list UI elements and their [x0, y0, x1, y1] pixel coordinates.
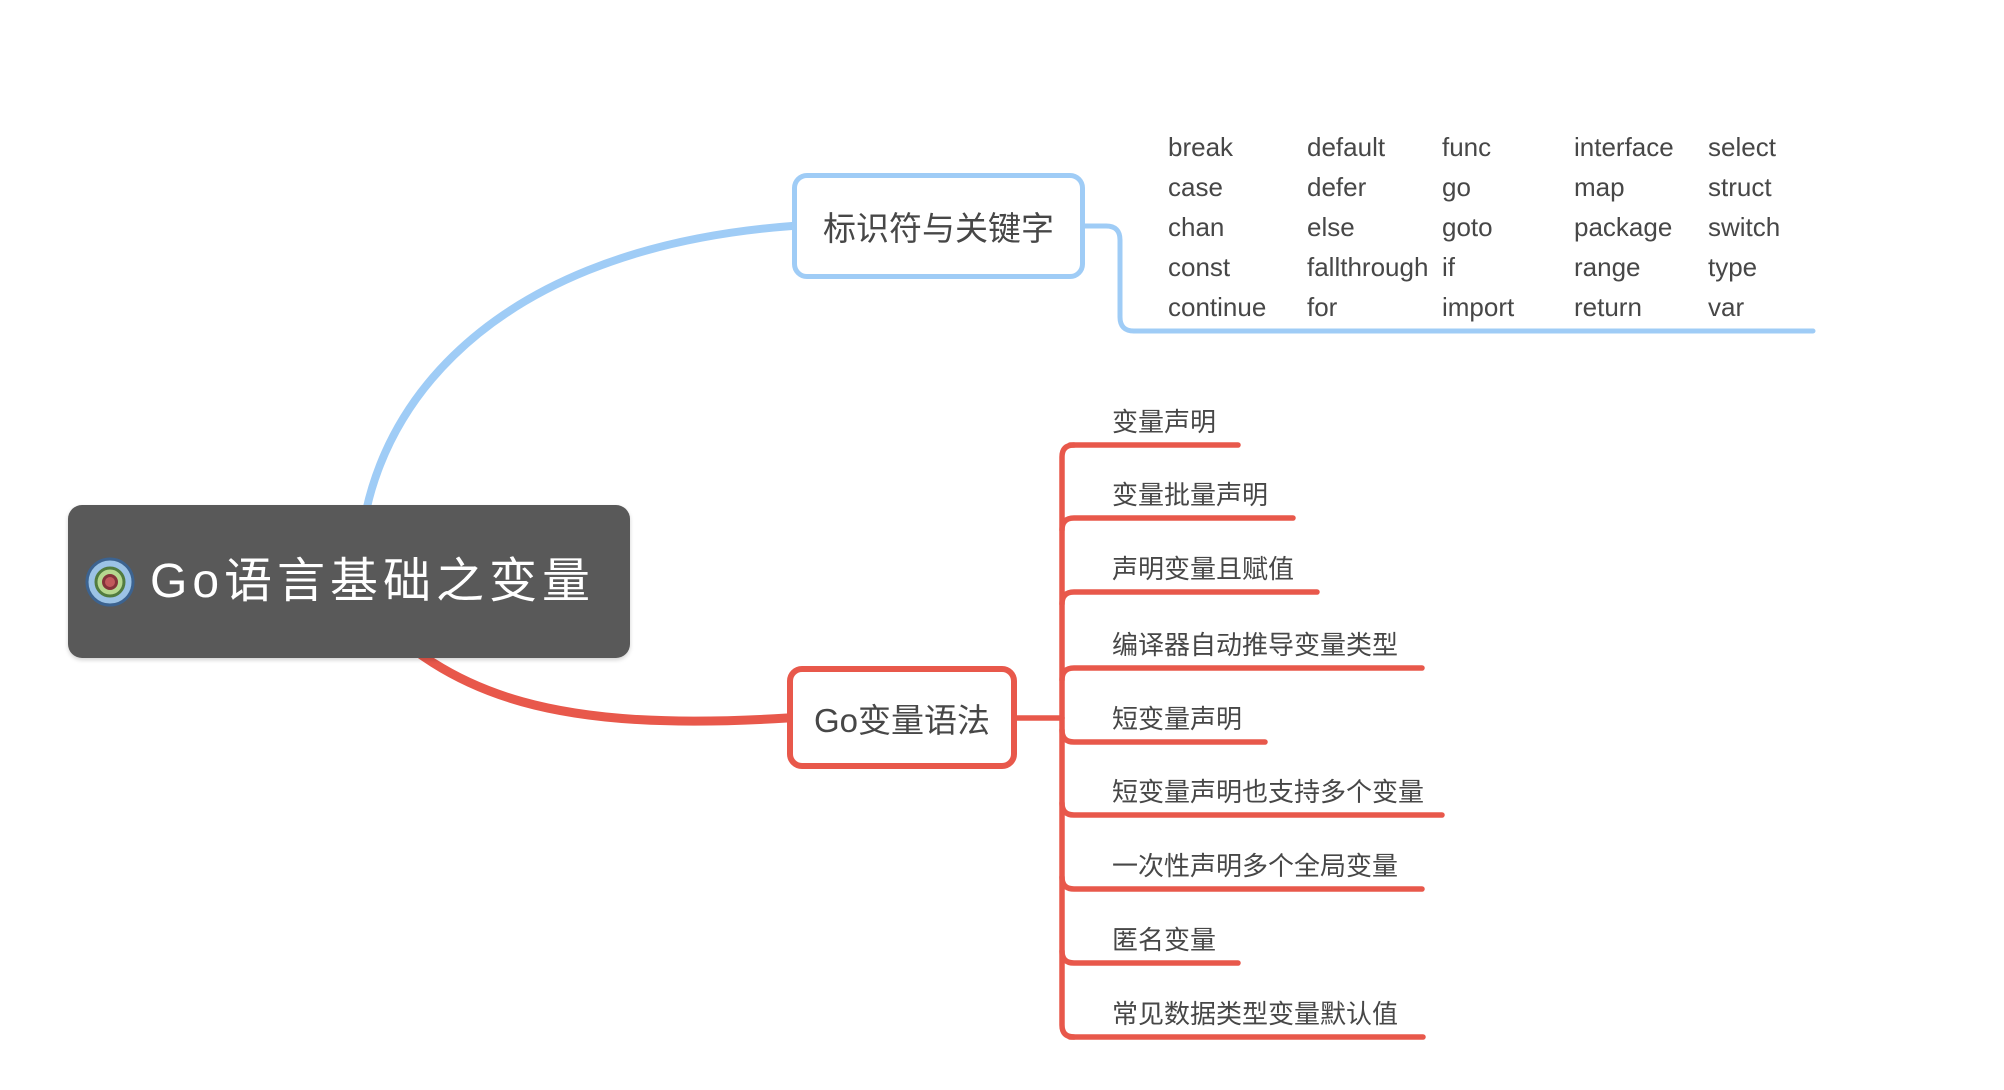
leaf-underline: [1059, 589, 1320, 607]
leaf-underline: [1059, 515, 1296, 533]
keyword-item: goto: [1442, 211, 1493, 242]
keyword-item: import: [1442, 291, 1515, 322]
leaf-topic-label: 短变量声明: [1112, 704, 1243, 734]
leaf-topic[interactable]: 一次性声明多个全局变量: [1112, 849, 1398, 883]
keyword-item: switch: [1708, 211, 1781, 242]
keyword-item: else: [1307, 211, 1355, 242]
leaf-topic-label: 声明变量且赋值: [1112, 554, 1295, 584]
leaf-topic[interactable]: 短变量声明也支持多个变量: [1112, 775, 1424, 809]
keyword-item: go: [1442, 171, 1471, 202]
topic-go-variable-syntax-label: Go变量语法: [813, 701, 991, 739]
keyword-item: fallthrough: [1307, 251, 1429, 282]
leaf-topic-label: 变量声明: [1112, 407, 1217, 437]
leaf-topic[interactable]: 编译器自动推导变量类型: [1112, 628, 1398, 662]
leaf-underline: [1059, 727, 1268, 745]
bullseye-icon[interactable]: [84, 556, 136, 608]
keyword-item: var: [1708, 291, 1745, 322]
keyword-item: case: [1168, 171, 1223, 202]
topic-go-variable-syntax[interactable]: Go变量语法: [787, 666, 1017, 769]
keyword-item: map: [1574, 171, 1625, 202]
root-topic-label: Go语言基础之变量: [150, 554, 596, 608]
keywords-elbow-underline: [1082, 223, 1816, 334]
keyword-item: default: [1307, 131, 1386, 162]
leaf-topic-label: 常见数据类型变量默认值: [1112, 999, 1399, 1029]
keyword-item: interface: [1574, 131, 1674, 162]
root-topic[interactable]: Go语言基础之变量: [68, 505, 630, 658]
keyword-item: continue: [1168, 291, 1267, 322]
leaf-topic[interactable]: 常见数据类型变量默认值: [1112, 997, 1398, 1031]
keyword-item: select: [1708, 131, 1776, 162]
topic-identifiers-keywords[interactable]: 标识符与关键字: [792, 173, 1085, 279]
keyword-item: package: [1574, 211, 1673, 242]
keywords-list-topic[interactable]: break default func interface select case…: [1168, 127, 1780, 327]
topic-identifiers-keywords-label: 标识符与关键字: [823, 210, 1054, 247]
keyword-item: defer: [1307, 171, 1367, 202]
keyword-item: return: [1574, 291, 1642, 322]
leaf-underline: [1059, 665, 1425, 683]
leaf-topic[interactable]: 变量批量声明: [1112, 478, 1268, 512]
keyword-item: func: [1442, 131, 1492, 162]
leaf-topic-label: 一次性声明多个全局变量: [1112, 851, 1399, 881]
keyword-item: chan: [1168, 211, 1225, 242]
leaf-topic-label: 编译器自动推导变量类型: [1112, 630, 1399, 660]
leaf-topic[interactable]: 声明变量且赋值: [1112, 552, 1294, 586]
keyword-item: struct: [1708, 171, 1772, 202]
keyword-item: type: [1708, 251, 1758, 282]
leaf-topic[interactable]: 匿名变量: [1112, 923, 1216, 957]
leaf-topic-label: 变量批量声明: [1112, 480, 1269, 510]
leaf-topic[interactable]: 短变量声明: [1112, 702, 1242, 736]
keyword-item: break: [1168, 131, 1234, 162]
leaf-topic-label: 匿名变量: [1112, 925, 1217, 955]
leaf-topic-label: 短变量声明也支持多个变量: [1112, 777, 1425, 807]
keyword-item: const: [1168, 251, 1231, 282]
leaf-underline: [1059, 800, 1445, 818]
keyword-item: if: [1442, 251, 1455, 282]
keyword-item: for: [1307, 291, 1338, 322]
leaf-underline: [1059, 874, 1425, 892]
leaf-underline: [1059, 948, 1241, 966]
leaf-topic[interactable]: 变量声明: [1112, 405, 1216, 439]
keyword-item: range: [1574, 251, 1641, 282]
